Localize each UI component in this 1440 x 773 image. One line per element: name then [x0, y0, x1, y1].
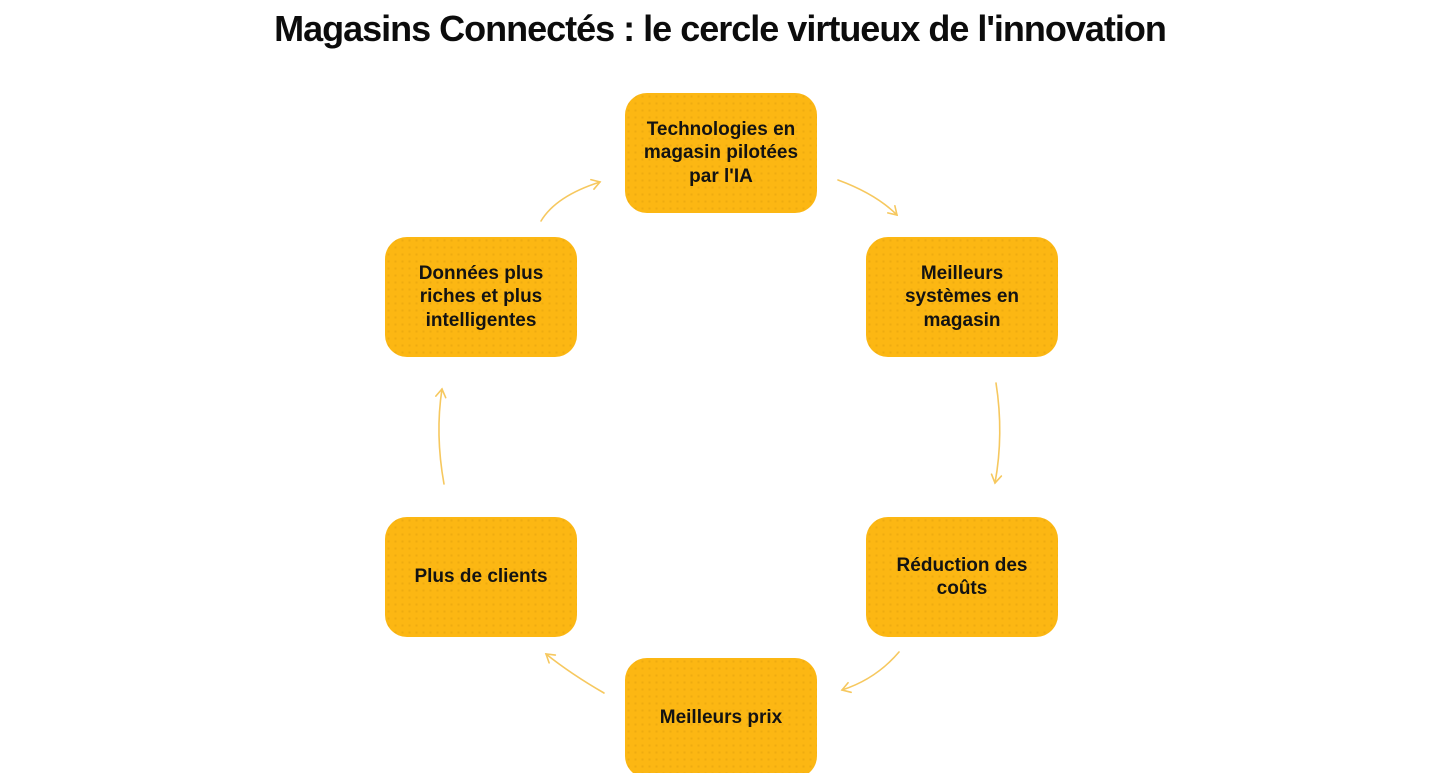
arrow-ai-tech-to-store-systems: [837, 179, 899, 217]
cycle-node-richer-data: Données plus riches et plus intelligente…: [385, 237, 577, 357]
cycle-node-better-prices: Meilleurs prix: [625, 658, 817, 773]
arrow-richer-data-to-ai-tech: [540, 178, 602, 222]
arrow-cost-reduction-to-better-prices: [840, 651, 900, 694]
arrow-store-systems-to-cost-reduction: [990, 382, 1003, 485]
arrow-better-prices-to-more-clients: [544, 653, 605, 694]
diagram-title: Magasins Connectés : le cercle virtueux …: [274, 8, 1167, 49]
cycle-node-more-clients: Plus de clients: [385, 517, 577, 637]
cycle-node-cost-reduction: Réduction des coûts: [866, 517, 1058, 637]
cycle-node-store-systems: Meilleurs systèmes en magasin: [866, 237, 1058, 357]
cycle-node-ai-tech: Technologies en magasin pilotées par l'I…: [625, 93, 817, 213]
arrow-more-clients-to-richer-data: [435, 387, 447, 485]
